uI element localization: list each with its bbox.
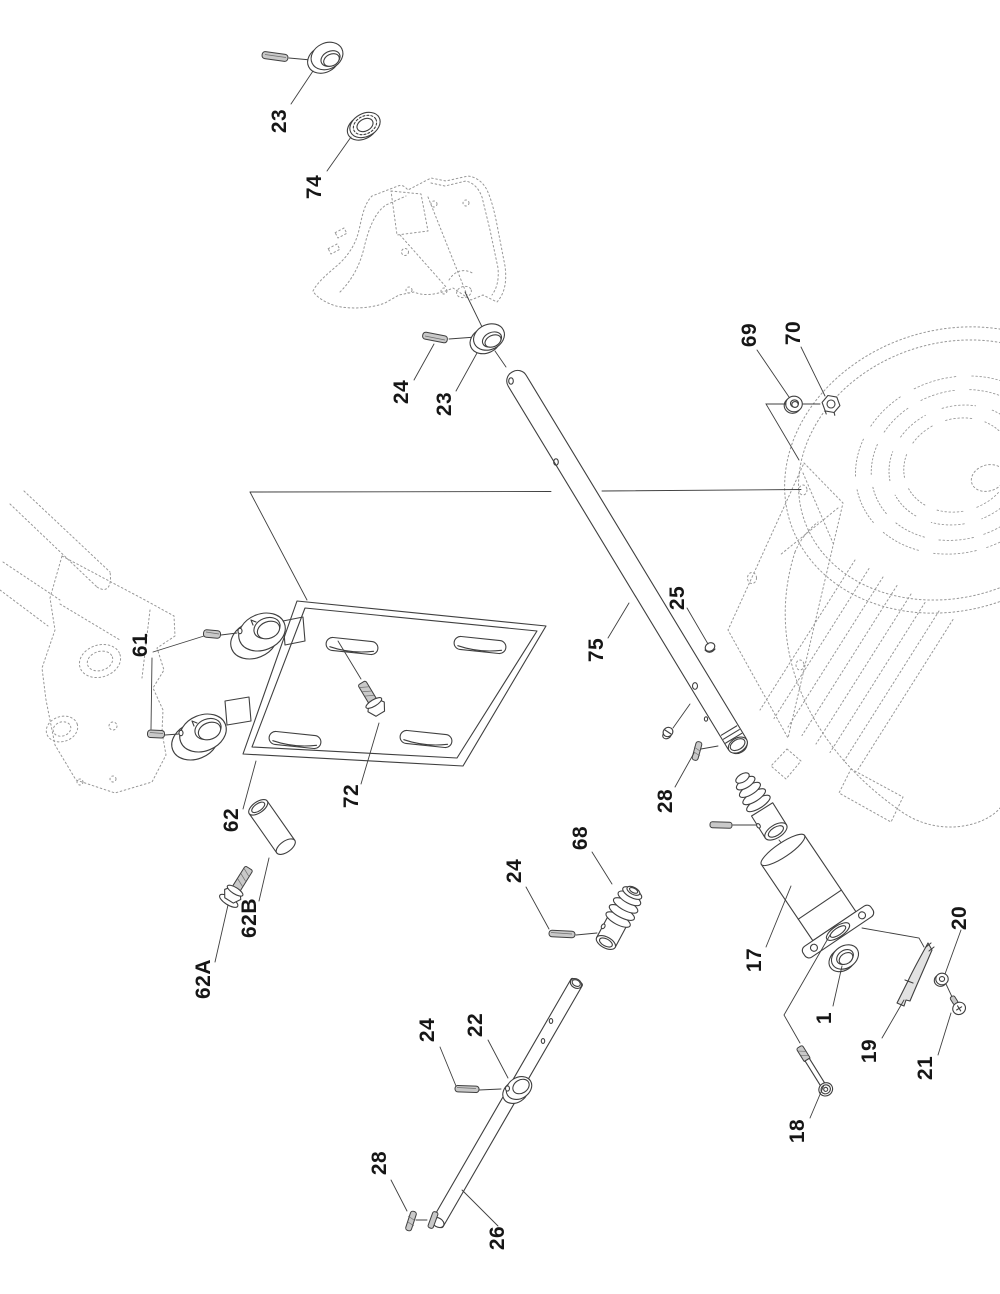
callout-69: 69: [738, 323, 761, 347]
part-26-rod: [427, 977, 583, 1229]
callout-24-upper: 24: [390, 380, 413, 404]
part-pin-spring: [709, 821, 757, 829]
part-28-roll-pin-upper: [691, 741, 719, 761]
callout-24-grip: 24: [503, 859, 526, 883]
part-62B-spacer: [248, 799, 296, 855]
callout-22: 22: [464, 1013, 487, 1037]
part-1-ring: [828, 944, 860, 973]
part-28-roll-pin-lower: [405, 1210, 428, 1232]
motor-fan-cover: [784, 326, 1000, 614]
callout-19: 19: [858, 1039, 881, 1063]
part-18-bolt: [796, 1045, 834, 1097]
callout-23-top: 23: [268, 109, 291, 133]
part-collar-upper-62: [230, 612, 286, 660]
part-24-pin-top: [261, 51, 312, 62]
part-72-bolt: [337, 640, 386, 717]
part-68-grip: [595, 885, 643, 950]
part-25-cap: [704, 642, 716, 653]
part-20-washer: [933, 972, 954, 1000]
part-17-housing: [760, 833, 925, 1044]
callout-leader-lines: [150, 70, 962, 1227]
callout-74: 74: [303, 175, 326, 199]
part-24-pin-collar: [454, 1084, 502, 1094]
projection-lines: [249, 489, 802, 601]
part-70-nut: [821, 394, 841, 416]
callout-21: 21: [914, 1056, 937, 1080]
part-slotted-screw: [662, 703, 691, 740]
part-22-collar: [502, 1076, 533, 1104]
part-spring-coupler: [735, 772, 800, 866]
part-69-washer: [783, 395, 803, 414]
part-24-pin-upper: [422, 331, 477, 344]
callout-68: 68: [569, 826, 592, 850]
axis-line-bracket-to-collar: [464, 291, 485, 332]
part-74-bearing: [346, 111, 381, 141]
motor-vent-slots: [855, 375, 1000, 555]
part-75-rod: [506, 369, 748, 755]
callout-17: 17: [743, 948, 766, 972]
callout-61: 61: [129, 633, 152, 657]
part-23-collar-top: [307, 41, 344, 74]
motor-mount-foot: [727, 462, 844, 739]
part-collar-lower-62: [171, 713, 227, 761]
axis-lines-69-70: [765, 403, 821, 461]
callout-62A: 62A: [192, 959, 215, 999]
callout-24-collar: 24: [416, 1018, 439, 1042]
callout-26: 26: [486, 1226, 509, 1250]
part-24-pin-grip: [548, 929, 598, 939]
callout-28-lower: 28: [368, 1151, 391, 1175]
part-61-set-screws: [146, 629, 238, 739]
part-23-collar-upper: [469, 323, 507, 368]
phantom-headstock-casting: [0, 490, 176, 794]
callout-62B: 62B: [238, 898, 261, 938]
callout-25: 25: [666, 586, 689, 610]
callout-labels: 23 74 24 23 69 70 61 72 62 62B 62A 75 25…: [129, 109, 971, 1250]
callout-72: 72: [340, 784, 363, 808]
part-62-plate: [224, 600, 547, 767]
part-21-screw: [949, 995, 967, 1016]
callout-28-upper: 28: [654, 789, 677, 813]
phantom-support-bracket: [312, 175, 507, 309]
phantom-motor: [727, 326, 1000, 828]
callout-23-upper: 23: [433, 392, 456, 416]
motor-body: [759, 521, 1000, 828]
part-62A-bolt: [219, 866, 253, 908]
callout-62: 62: [220, 808, 243, 832]
callout-75: 75: [585, 638, 608, 662]
callout-1: 1: [813, 1012, 836, 1024]
callout-20: 20: [948, 906, 971, 930]
callout-18: 18: [786, 1119, 809, 1143]
callout-70: 70: [782, 321, 805, 345]
part-19-lever: [896, 942, 935, 1007]
